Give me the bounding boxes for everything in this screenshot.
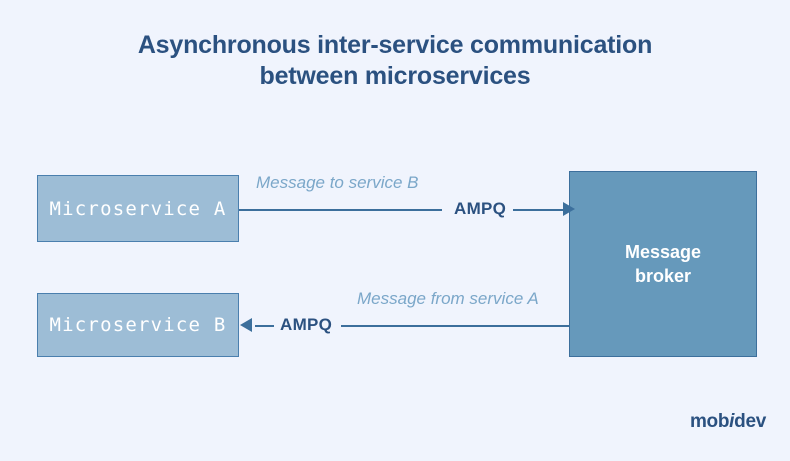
flow-line-top-right-segment	[513, 209, 565, 211]
node-message-broker-label: Message broker	[625, 240, 701, 288]
flow-line-top-left-segment	[239, 209, 442, 211]
flow-protocol-label-top: AMPQ	[448, 199, 513, 219]
page-title: Asynchronous inter-service communication…	[0, 30, 790, 92]
node-microservice-b-label: Microservice B	[49, 314, 227, 336]
logo-italic-i: i	[729, 411, 735, 432]
flow-line-bottom-right-segment	[341, 325, 569, 327]
node-message-broker-label-line-1: Message	[624, 242, 702, 262]
node-message-broker-label-line-2: broker	[634, 266, 691, 286]
logo-part-1: mob	[689, 411, 730, 432]
arrow-right-icon	[563, 202, 575, 216]
flow-message-label-top: Message to service B	[256, 173, 419, 192]
node-microservice-b: Microservice B	[37, 293, 239, 357]
page-title-line-2: between microservices	[259, 62, 531, 90]
node-message-broker: Message broker	[569, 171, 757, 357]
logo-part-2: dev	[734, 411, 766, 432]
node-microservice-a-label: Microservice A	[49, 197, 227, 220]
page-title-line-1: Asynchronous inter-service communication	[137, 31, 653, 59]
flow-protocol-label-bottom: AMPQ	[274, 315, 339, 335]
mobidev-logo: mobidev	[690, 411, 766, 433]
arrow-left-icon	[240, 318, 252, 332]
flow-message-label-bottom: Message from service A	[357, 289, 539, 308]
node-microservice-a: Microservice A	[37, 175, 239, 242]
